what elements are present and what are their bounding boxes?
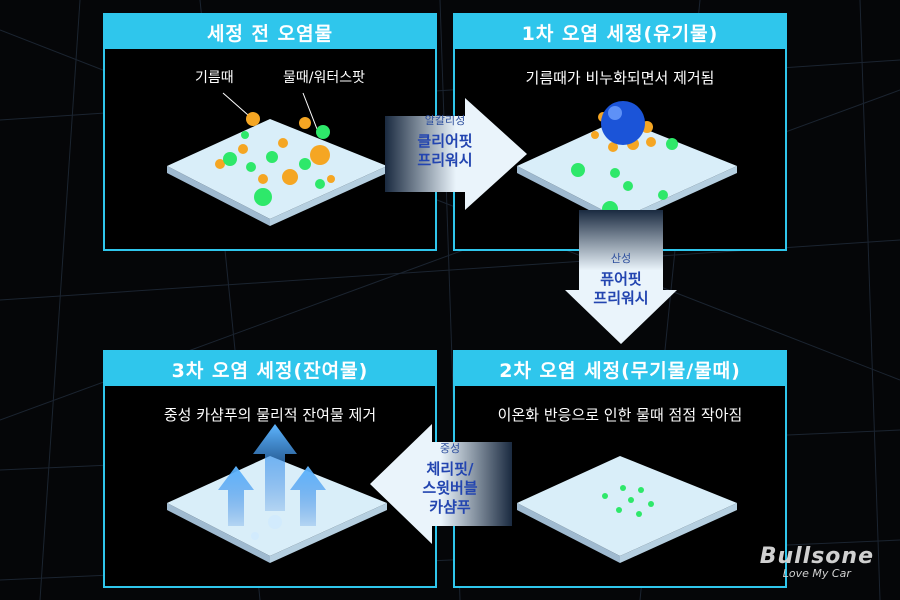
arrow-alkaline: 알칼리성 클리어핏 프리워시: [385, 98, 527, 210]
water-label: 물때/워터스팟: [283, 70, 365, 86]
panel-description: 중성 카샴푸의 물리적 잔여물 제거: [163, 406, 377, 424]
panel-description: 기름때가 비누화되면서 제거됨: [525, 69, 715, 87]
brand-tagline: Love My Car: [782, 567, 851, 580]
panel-description: 이온화 반응으로 인한 물때 점점 작아짐: [497, 406, 743, 424]
product-name: 체리핏/: [426, 460, 474, 478]
arrow-neutral: 중성 체리핏/ 스윗버블 카샴푸: [370, 424, 512, 544]
product-name: 퓨어핏: [600, 270, 642, 288]
arrow-acidic: 산성 퓨어핏 프리워시: [565, 210, 677, 344]
panel-title: 1차 오염 세정(유기물): [455, 15, 785, 49]
right-arrow-icon: [385, 98, 527, 210]
arrow-type: 알칼리성: [424, 114, 466, 127]
product-name: 프리워시: [593, 289, 649, 307]
panel-first-wash: 1차 오염 세정(유기물) 기름때가 비누화되면서 제거됨: [453, 13, 787, 251]
up-arrows-icon: [218, 424, 326, 526]
panel-title: 세정 전 오염물: [105, 15, 435, 49]
panel-title: 2차 오염 세정(무기물/물때): [455, 352, 785, 386]
surface-illustration: [167, 92, 387, 226]
brand-name: Bullsone: [759, 544, 874, 569]
brand-logo: Bullsone Love My Car: [760, 544, 874, 580]
surface-illustration: [167, 424, 387, 563]
arrow-type: 산성: [610, 252, 632, 265]
panel-third-wash: 3차 오염 세정(잔여물) 중성 카샴푸의 물리적 잔여물 제거: [103, 350, 437, 588]
left-arrow-icon: [370, 424, 512, 544]
arrow-type: 중성: [439, 442, 461, 455]
product-name: 카샴푸: [429, 498, 471, 516]
panel-before-wash: 세정 전 오염물 기름때 물때/워터스팟: [103, 13, 437, 251]
panel-title: 3차 오염 세정(잔여물): [105, 352, 435, 386]
surface-illustration: [517, 456, 737, 563]
product-name: 프리워시: [417, 151, 473, 169]
product-name: 클리어핏: [417, 132, 473, 150]
product-name: 스윗버블: [422, 479, 478, 497]
down-arrow-icon: [565, 210, 677, 344]
oil-label: 기름때: [195, 70, 234, 86]
